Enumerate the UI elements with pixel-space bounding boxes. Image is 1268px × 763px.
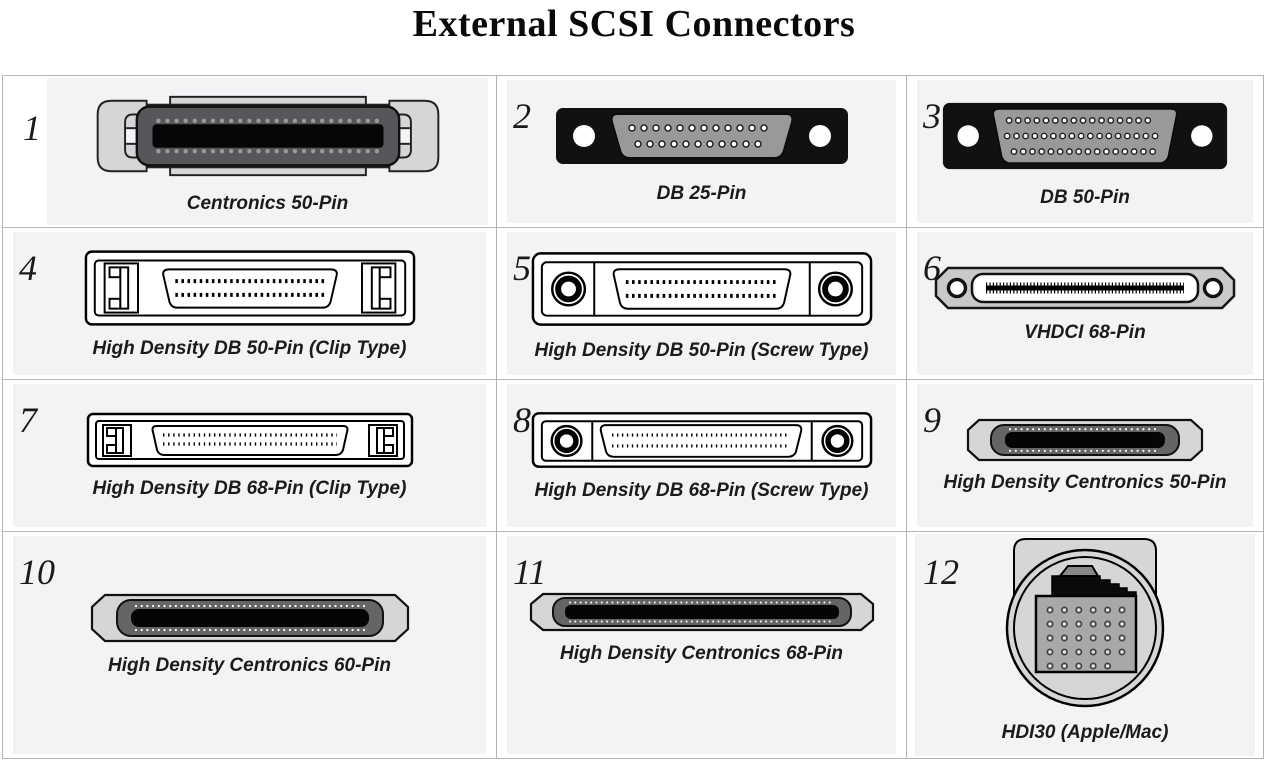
cell-number: 1 bbox=[23, 108, 41, 148]
cell-panel: High Density DB 68-Pin (Clip Type) bbox=[13, 384, 486, 527]
connector-label: DB 50-Pin bbox=[1040, 187, 1130, 208]
cell-panel: High Density DB 68-Pin (Screw Type) bbox=[507, 384, 896, 527]
connector-label: High Density Centronics 50-Pin bbox=[943, 472, 1227, 493]
cell-number: 10 bbox=[19, 552, 55, 592]
hd-centronics-60-connector-icon bbox=[90, 593, 409, 643]
cell-panel: DB 50-Pin bbox=[917, 80, 1253, 223]
connector-label: Centronics 50-Pin bbox=[186, 193, 349, 214]
cell-hd-db-68-clip: 7 High bbox=[3, 380, 497, 532]
cell-hd-centronics-68: 11 High Density Centronics 68-Pin bbox=[497, 532, 907, 758]
cell-number: 12 bbox=[923, 552, 959, 592]
cell-number: 7 bbox=[19, 400, 37, 440]
connector-grid: 1 Centronics 50-Pin 2 bbox=[2, 75, 1264, 759]
hd-db-50-screw-connector-icon bbox=[531, 252, 872, 326]
cell-number: 3 bbox=[923, 96, 941, 136]
db-50-connector-icon bbox=[942, 102, 1228, 170]
connector-label: High Density DB 50-Pin (Screw Type) bbox=[534, 340, 869, 361]
connector-label: High Density DB 50-Pin (Clip Type) bbox=[92, 338, 407, 359]
cell-hd-db-50-clip: 4 High bbox=[3, 228, 497, 380]
db-25-connector-icon bbox=[555, 108, 848, 164]
hd-centronics-50-connector-icon bbox=[966, 418, 1204, 462]
cell-centronics-50: 1 Centronics 50-Pin bbox=[3, 76, 497, 228]
connector-label: HDI30 (Apple/Mac) bbox=[1001, 722, 1169, 743]
hd-db-68-clip-connector-icon bbox=[86, 412, 413, 468]
cell-vhdci-68: 6 VHDCI 68-Pin bbox=[907, 228, 1263, 380]
cell-db-25: 2 DB 25-Pin bbox=[497, 76, 907, 228]
cell-panel: High Density DB 50-Pin (Screw Type) bbox=[507, 232, 896, 375]
connector-label: DB 25-Pin bbox=[656, 183, 747, 204]
hd-db-50-clip-connector-icon bbox=[84, 250, 415, 326]
connector-label: High Density Centronics 60-Pin bbox=[108, 655, 391, 676]
cell-number: 2 bbox=[513, 96, 531, 136]
cell-number: 5 bbox=[513, 248, 531, 288]
cell-db-50: 3 DB 50-Pin bbox=[907, 76, 1263, 228]
cell-number: 4 bbox=[19, 248, 37, 288]
vhdci-68-connector-icon bbox=[934, 266, 1236, 310]
cell-number: 8 bbox=[513, 400, 531, 440]
cell-number: 9 bbox=[923, 400, 941, 440]
centronics-50-connector-icon bbox=[96, 95, 439, 177]
cell-panel: Centronics 50-Pin bbox=[47, 78, 488, 225]
connector-label: High Density DB 68-Pin (Clip Type) bbox=[92, 478, 407, 499]
cell-panel: VHDCI 68-Pin bbox=[917, 232, 1253, 375]
cell-number: 11 bbox=[513, 552, 547, 592]
connector-label: High Density DB 68-Pin (Screw Type) bbox=[534, 480, 869, 501]
cell-panel: HDI30 (Apple/Mac) bbox=[915, 534, 1255, 756]
cell-panel: High Density Centronics 68-Pin bbox=[507, 536, 896, 754]
hd-db-68-screw-connector-icon bbox=[531, 412, 872, 468]
cell-hdi30: 12 bbox=[907, 532, 1263, 758]
cell-panel: DB 25-Pin bbox=[507, 80, 896, 223]
cell-panel: High Density DB 50-Pin (Clip Type) bbox=[13, 232, 486, 375]
hd-centronics-68-connector-icon bbox=[529, 592, 874, 632]
connector-label: VHDCI 68-Pin bbox=[1024, 322, 1146, 343]
cell-panel: High Density Centronics 50-Pin bbox=[917, 384, 1253, 527]
cell-hd-db-50-screw: 5 High Density DB 50-Pin (Screw Type) bbox=[497, 228, 907, 380]
cell-number: 6 bbox=[923, 248, 941, 288]
page-title: External SCSI Connectors bbox=[412, 3, 856, 45]
connector-label: High Density Centronics 68-Pin bbox=[560, 643, 843, 664]
cell-hd-db-68-screw: 8 High Density DB 68-Pin (Screw Type) bbox=[497, 380, 907, 532]
cell-hd-centronics-50: 9 High Density Centronics 50-Pin bbox=[907, 380, 1263, 532]
cell-hd-centronics-60: 10 High Density Centronics 60-Pin bbox=[3, 532, 497, 758]
cell-panel: High Density Centronics 60-Pin bbox=[13, 536, 486, 754]
hdi30-apple-mac-connector-icon bbox=[1005, 538, 1165, 708]
